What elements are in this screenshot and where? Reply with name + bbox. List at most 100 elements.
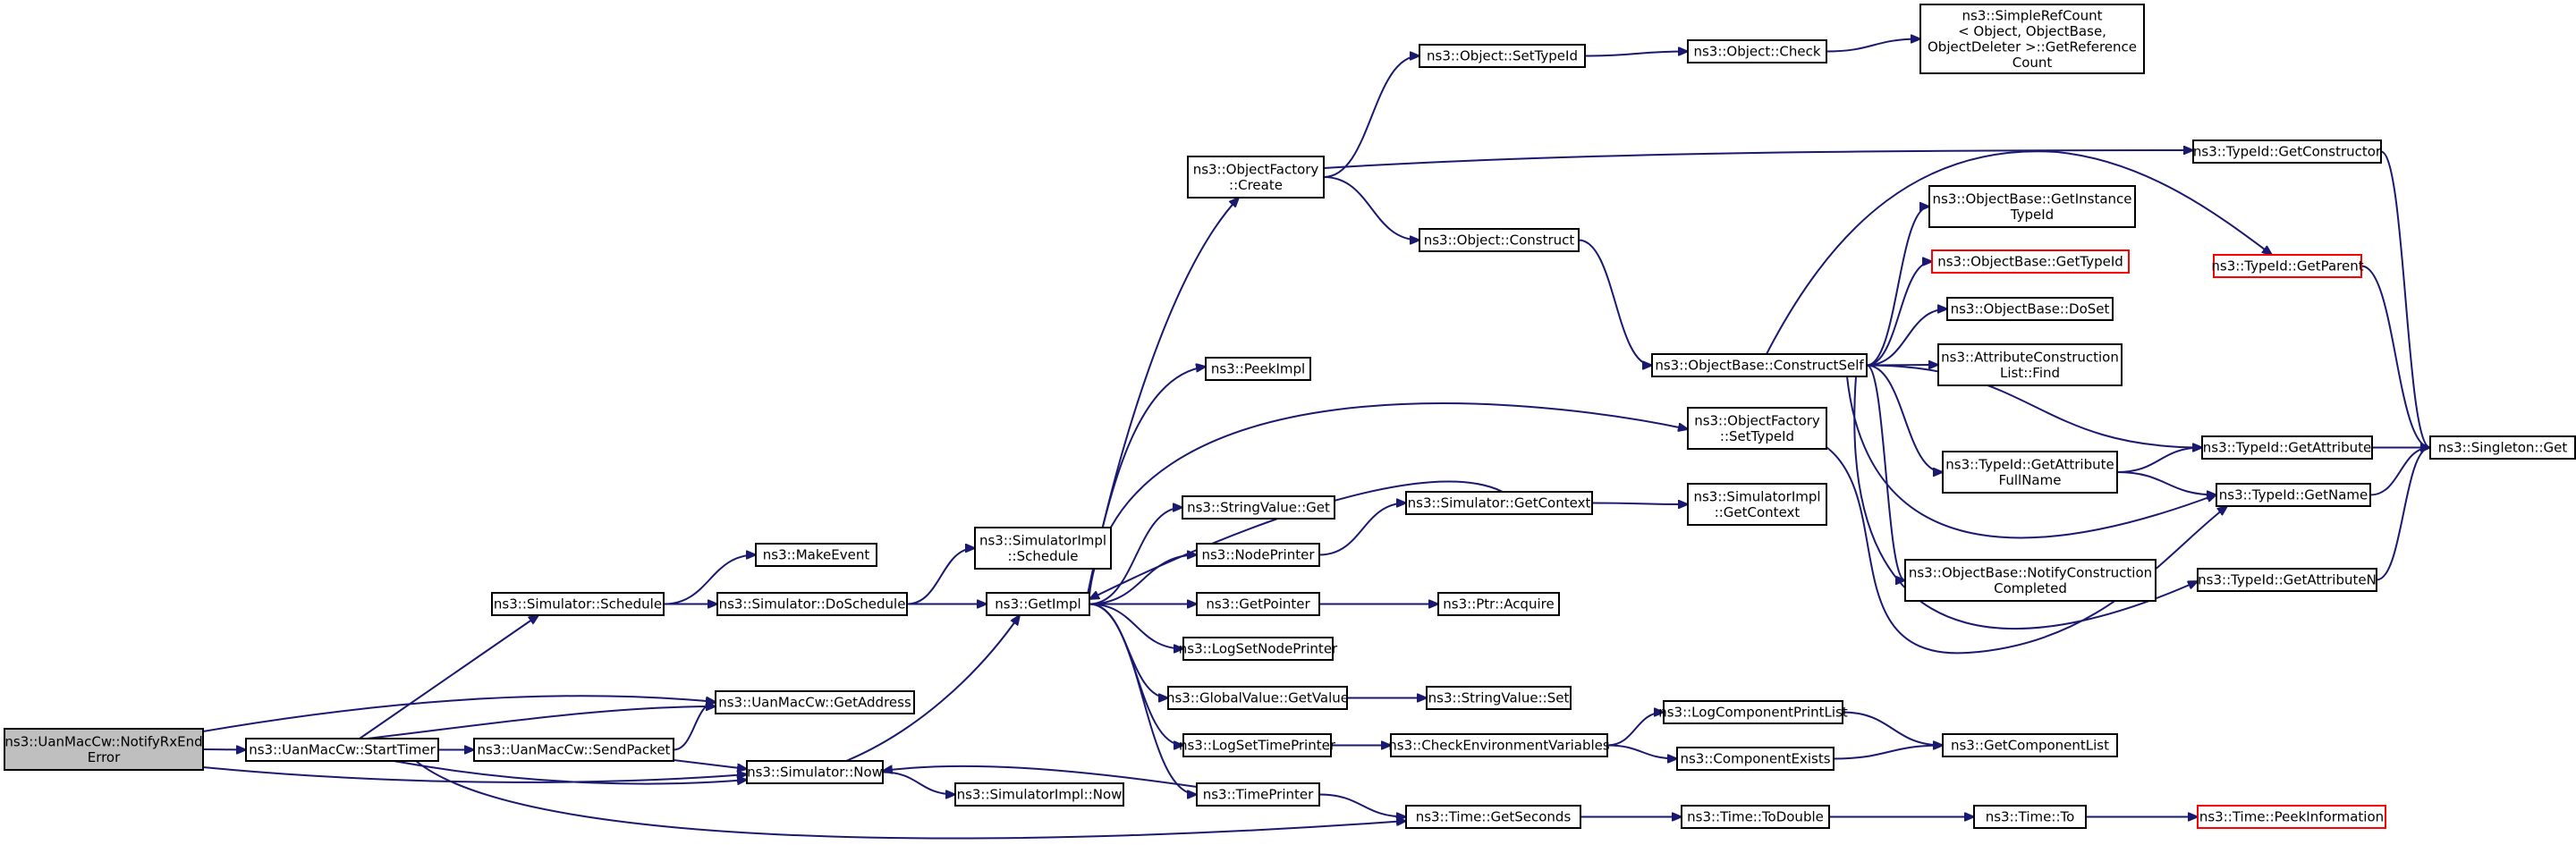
node-ns3-object-settypeid[interactable]: ns3::Object::SetTypeId: [1419, 44, 1586, 68]
node-box: [716, 592, 908, 616]
node-label: ns3::AttributeConstruction: [1941, 349, 2119, 365]
node-label: ns3::ObjectBase::ConstructSelf: [1655, 358, 1864, 374]
node-box: [1419, 44, 1586, 68]
node-label: ns3::GetImpl: [995, 596, 1080, 613]
node-ns3-nodeprinter[interactable]: ns3::NodePrinter: [1196, 543, 1320, 567]
node-label: ns3::Object::Check: [1693, 44, 1820, 60]
node-ns3-logcomponentprintlist[interactable]: ns3::LogComponentPrintList: [1658, 700, 1848, 724]
node-ns3-ptr-acquire[interactable]: ns3::Ptr::Acquire: [1437, 592, 1560, 616]
node-ns3-typeid-getattributen[interactable]: ns3::TypeId::GetAttributeN: [2197, 568, 2377, 592]
edge-ns3-object-check-to-ns3-simplerefcount-object-objectbase-objectdeleter-getreference-count: [1826, 39, 1920, 53]
node-box: [1676, 747, 1835, 771]
node-ns3-objectbase-doset[interactable]: ns3::ObjectBase::DoSet: [1946, 297, 2114, 321]
edge-ns3-simulator-schedule-to-ns3-makeevent: [663, 555, 756, 605]
node-ns3-object-check[interactable]: ns3::Object::Check: [1687, 39, 1827, 63]
node-box: [4, 728, 204, 771]
node-ns3-simulator-schedule[interactable]: ns3::Simulator::Schedule: [491, 592, 665, 616]
node-ns3-stringvalue-set[interactable]: ns3::StringValue::Set: [1426, 686, 1572, 710]
edge-ns3-uanmaccw-notifyrxend-error-to-ns3-simulator-now: [202, 766, 747, 783]
node-ns3-getpointer[interactable]: ns3::GetPointer: [1196, 592, 1320, 616]
node-ns3-time-peekinformation[interactable]: ns3::Time::PeekInformation: [2197, 805, 2386, 829]
edge-ns3-objectbase-constructself-to-ns3-typeid-getattributen: [1853, 376, 2198, 630]
node-ns3-uanmaccw-getaddress[interactable]: ns3::UanMacCw::GetAddress: [715, 690, 915, 714]
node-ns3-simulatorimpl-now[interactable]: ns3::SimulatorImpl::Now: [954, 782, 1124, 807]
node-ns3-logsettimeprinter[interactable]: ns3::LogSetTimePrinter: [1179, 733, 1336, 757]
node-box: [1426, 686, 1572, 710]
node-box: [1205, 357, 1311, 381]
node-label: ns3::Time::GetSeconds: [1416, 809, 1572, 825]
node-label: ns3::TypeId::GetAttribute: [1945, 456, 2114, 472]
node-label: ns3::PeekImpl: [1211, 361, 1305, 377]
node-ns3-typeid-getparent[interactable]: ns3::TypeId::GetParent: [2211, 254, 2364, 278]
node-label: ns3::LogSetNodePrinter: [1179, 641, 1338, 657]
node-label: ns3::ObjectFactory: [1193, 161, 1319, 177]
edge-ns3-objectfactory-create-to-ns3-typeid-getconstructor: [1323, 150, 2193, 169]
node-box: [491, 592, 665, 616]
node-box: [1405, 491, 1593, 515]
node-ns3-time-getseconds[interactable]: ns3::Time::GetSeconds: [1405, 805, 1581, 829]
edge-ns3-getimpl-to-ns3-logsetnodeprinter: [1089, 603, 1183, 649]
node-ns3-getimpl[interactable]: ns3::GetImpl: [986, 592, 1090, 616]
node-ns3-typeid-getconstructor[interactable]: ns3::TypeId::GetConstructor: [2192, 139, 2382, 164]
edge-ns3-objectbase-constructself-to-ns3-objectbase-gettypeid: [1866, 262, 1932, 367]
node-ns3-simulatorimpl-schedule[interactable]: ns3::SimulatorImpl::Schedule: [974, 527, 1112, 570]
node-box: [1182, 733, 1332, 757]
node-ns3-objectfactory-create[interactable]: ns3::ObjectFactory::Create: [1187, 156, 1325, 199]
node-box: [1946, 297, 2114, 321]
node-label: ns3::ComponentExists: [1680, 751, 1830, 767]
node-ns3-time-todouble[interactable]: ns3::Time::ToDouble: [1681, 805, 1830, 829]
node-ns3-simulatorimpl-getcontext[interactable]: ns3::SimulatorImpl::GetContext: [1687, 483, 1827, 526]
node-label: ns3::TypeId::GetAttribute: [2203, 440, 2371, 456]
node-ns3-timeprinter[interactable]: ns3::TimePrinter: [1196, 782, 1320, 807]
node-ns3-object-construct[interactable]: ns3::Object::Construct: [1419, 228, 1580, 252]
node-ns3-componentexists[interactable]: ns3::ComponentExists: [1676, 747, 1835, 771]
node-ns3-objectbase-gettypeid[interactable]: ns3::ObjectBase::GetTypeId: [1931, 249, 2130, 274]
node-ns3-checkenvironmentvariables[interactable]: ns3::CheckEnvironmentVariables: [1388, 733, 1610, 757]
node-ns3-getcomponentlist[interactable]: ns3::GetComponentList: [1942, 733, 2118, 757]
node-label: ns3::Time::ToDouble: [1687, 809, 1824, 825]
node-label: < Object, ObjectBase,: [1958, 23, 2106, 39]
node-ns3-stringvalue-get[interactable]: ns3::StringValue::Get: [1182, 495, 1335, 520]
edge-ns3-logcomponentprintlist-to-ns3-getcomponentlist: [1842, 711, 1943, 746]
node-ns3-objectbase-constructself[interactable]: ns3::ObjectBase::ConstructSelf: [1651, 353, 1868, 377]
node-box: [1904, 559, 2157, 602]
edge-ns3-simulator-now-to-ns3-getimpl: [845, 615, 1020, 762]
node-label: ns3::TypeId::GetAttributeN: [2198, 572, 2377, 588]
node-ns3-peekimpl[interactable]: ns3::PeekImpl: [1205, 357, 1311, 381]
node-ns3-time-to[interactable]: ns3::Time::To: [1973, 805, 2087, 829]
node-label: ns3::Simulator::DoSchedule: [719, 596, 906, 613]
node-box: [954, 782, 1124, 807]
node-box: [1182, 495, 1335, 520]
node-ns3-simulator-doschedule[interactable]: ns3::Simulator::DoSchedule: [716, 592, 908, 616]
node-ns3-objectfactory-settypeid[interactable]: ns3::ObjectFactory::SetTypeId: [1687, 407, 1827, 450]
node-ns3-typeid-getattribute[interactable]: ns3::TypeId::GetAttribute: [2201, 435, 2373, 460]
node-label: ns3::Time::PeekInformation: [2199, 809, 2384, 825]
edge-ns3-objectbase-constructself-to-ns3-typeid-getname: [1846, 376, 2216, 539]
node-ns3-uanmaccw-starttimer[interactable]: ns3::UanMacCw::StartTimer: [245, 738, 439, 762]
node-label: Count: [2012, 55, 2053, 71]
node-ns3-simulator-now[interactable]: ns3::Simulator::Now: [746, 760, 884, 784]
node-ns3-globalvalue-getvalue[interactable]: ns3::GlobalValue::GetValue: [1166, 686, 1349, 710]
node-ns3-logsetnodeprinter[interactable]: ns3::LogSetNodePrinter: [1179, 637, 1338, 661]
edge-ns3-uanmaccw-starttimer-to-ns3-simulator-schedule: [359, 615, 538, 739]
node-box: [974, 527, 1112, 570]
node-ns3-makeevent[interactable]: ns3::MakeEvent: [755, 543, 877, 567]
node-box: [1687, 39, 1827, 63]
node-ns3-simplerefcount-object-objectbase-objectdeleter-getreference-count[interactable]: ns3::SimpleRefCount< Object, ObjectBase,…: [1919, 4, 2145, 74]
node-ns3-simulator-getcontext[interactable]: ns3::Simulator::GetContext: [1405, 491, 1593, 515]
edge-ns3-uanmaccw-starttimer-to-ns3-uanmaccw-getaddress: [366, 706, 716, 739]
node-label: ns3::TypeId::GetConstructor: [2193, 144, 2382, 160]
node-label: ns3::NodePrinter: [1201, 547, 1315, 563]
node-box: [2192, 139, 2382, 164]
node-ns3-objectbase-notifyconstruction-completed[interactable]: ns3::ObjectBase::NotifyConstructionCompl…: [1904, 559, 2157, 602]
node-label: ns3::Simulator::Schedule: [494, 596, 662, 613]
node-ns3-typeid-getname[interactable]: ns3::TypeId::GetName: [2216, 483, 2371, 507]
node-ns3-singleton-get[interactable]: ns3::Singleton::Get: [2429, 435, 2576, 460]
node-ns3-uanmaccw-sendpacket[interactable]: ns3::UanMacCw::SendPacket: [473, 738, 674, 762]
edge-ns3-objectbase-constructself-to-ns3-objectbase-doset: [1866, 309, 1947, 367]
